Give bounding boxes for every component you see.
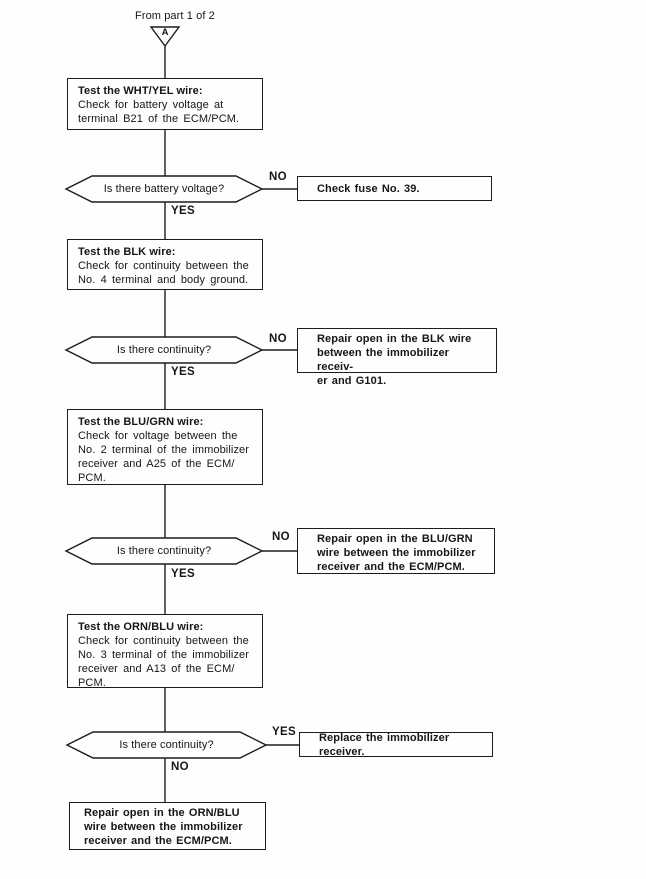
process-box-test-blu-grn: Test the BLU/GRN wire: Check for voltage…: [67, 409, 263, 485]
decision-shape-continuity-ornblu: [65, 731, 268, 759]
process-body: Check for continuity between the No. 4 t…: [78, 260, 249, 286]
process-title: Test the WHT/YEL wire:: [78, 85, 203, 97]
branch-label-yes: YES: [272, 726, 296, 738]
branch-label-yes: YES: [171, 205, 195, 217]
process-box-test-wht-yel: Test the WHT/YEL wire: Check for battery…: [67, 78, 263, 130]
decision-shape-battery-voltage: [64, 175, 264, 203]
process-body: Check for battery voltage at terminal B2…: [78, 99, 240, 125]
process-body: Check for voltage between the No. 2 term…: [78, 430, 250, 484]
branch-label-yes: YES: [171, 366, 195, 378]
branch-label-no: NO: [171, 761, 189, 773]
process-box-test-blk: Test the BLK wire: Check for continuity …: [67, 239, 263, 290]
branch-label-yes: YES: [171, 568, 195, 580]
result-box-repair-blk: Repair open in the BLK wire between the …: [297, 328, 497, 387]
branch-label-no: NO: [272, 531, 290, 543]
decision-continuity-ornblu: Is there continuity?: [119, 739, 214, 751]
process-title: Test the BLK wire:: [78, 246, 176, 258]
decision-continuity-blk: Is there continuity?: [116, 344, 212, 356]
from-part-label: From part 1 of 2: [135, 10, 215, 22]
result-box-replace-receiver: Replace the immobilizer receiver.: [299, 732, 493, 758]
decision-continuity-blugrn: Is there continuity?: [116, 545, 212, 557]
entry-connector-triangle: [149, 26, 181, 48]
branch-label-no: NO: [269, 333, 287, 345]
result-box-repair-ornblu: Repair open in the ORN/BLU wire between …: [69, 802, 266, 850]
decision-shape-continuity-blugrn: [64, 537, 264, 565]
decision-shape-continuity-blk: [64, 336, 264, 364]
result-box-check-fuse: Check fuse No. 39.: [297, 176, 492, 201]
process-title: Test the ORN/BLU wire:: [78, 621, 204, 633]
connector-letter: A: [161, 27, 169, 38]
decision-battery-voltage: Is there battery voltage?: [103, 183, 225, 195]
result-box-repair-blugrn: Repair open in the BLU/GRN wire between …: [297, 528, 495, 574]
process-body: Check for continuity between the No. 3 t…: [78, 635, 250, 689]
branch-label-no: NO: [269, 171, 287, 183]
process-box-test-orn-blu: Test the ORN/BLU wire: Check for continu…: [67, 614, 263, 689]
process-title: Test the BLU/GRN wire:: [78, 416, 204, 428]
